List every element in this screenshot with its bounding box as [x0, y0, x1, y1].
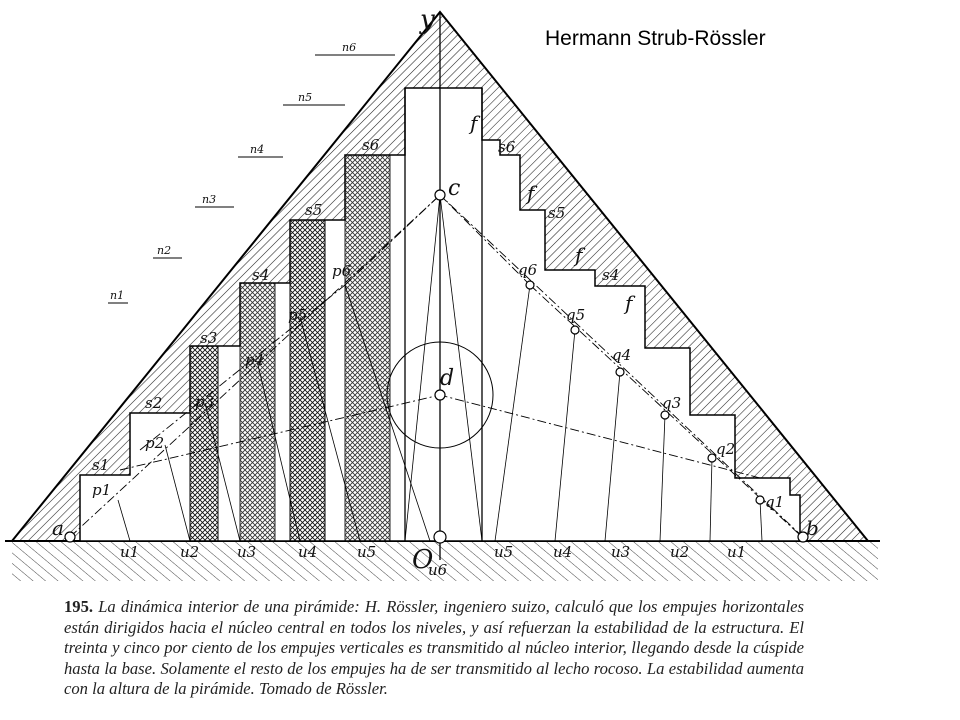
nodes [64, 189, 809, 544]
p-label: p1 [92, 481, 111, 499]
q-label: q2 [716, 440, 735, 458]
q-label: q6 [518, 261, 538, 279]
u-label: u4 [553, 543, 572, 561]
n-label: n3 [202, 193, 216, 206]
pyramid-diagram: y c d O a b f f f f s1 s2 s3 s4 s5 s6 s6… [5, 5, 880, 581]
slide-title: Hermann Strub-Rössler [545, 27, 766, 50]
u-label: u4 [298, 543, 317, 561]
core-circle [386, 341, 494, 449]
right-s-labels: s6 s5 s4 [498, 138, 619, 284]
q-label: q4 [612, 346, 631, 364]
n-labels: n1 n2 n3 n4 n5 n6 [110, 41, 356, 302]
u-label: u1 [727, 543, 746, 561]
u-labels: u1 u2 u3 u4 u5 u6 u5 u4 u3 u2 u1 [120, 543, 746, 579]
n-label: n4 [250, 143, 264, 156]
p-label: p6 [332, 262, 352, 280]
n-label: n1 [110, 289, 124, 302]
caption-number: 195. [64, 597, 94, 616]
figure-caption: 195. La dinámica interior de una pirámid… [64, 597, 804, 700]
u-label: u2 [180, 543, 199, 561]
s-label: s5 [305, 201, 322, 219]
apex-label: y [419, 5, 435, 35]
p-label: p4 [245, 351, 264, 369]
s-label: s6 [362, 136, 380, 154]
s-label: s4 [602, 266, 619, 284]
ground-hatch [12, 541, 878, 581]
s-label: s3 [200, 329, 217, 347]
s-label: s6 [498, 138, 516, 156]
left-s-labels: s1 s2 s3 s4 s5 s6 [92, 136, 380, 474]
q-label: q3 [662, 394, 681, 412]
force-lines [117, 194, 763, 542]
caption-text: La dinámica interior de una pirámide: H.… [64, 597, 805, 699]
p-label: p2 [145, 434, 164, 452]
n-label: n5 [298, 91, 312, 104]
q-label: q1 [765, 493, 784, 511]
p-label: p5 [288, 306, 307, 324]
u-label: u2 [670, 543, 689, 561]
origin-label: O [412, 545, 433, 575]
thrust-lines [69, 194, 804, 538]
s-label: s4 [252, 266, 269, 284]
dimension-bars [108, 54, 395, 304]
core-label: d [440, 366, 454, 391]
s-label: s2 [145, 394, 162, 412]
u-label: u3 [237, 543, 256, 561]
left-corner-label: a [52, 516, 64, 540]
left-thrust-columns [189, 154, 391, 542]
u-label: u5 [357, 543, 376, 561]
n-label: n6 [342, 41, 356, 54]
p-labels: p1 p2 p3 p4 p5 p6 [92, 262, 352, 499]
q-labels: q6 q5 q4 q3 q2 q1 [518, 261, 784, 511]
n-label: n2 [157, 244, 171, 257]
right-corner-label: b [806, 516, 819, 540]
s-label: s1 [92, 456, 109, 474]
center-label: c [448, 176, 460, 201]
p-label: p3 [195, 393, 214, 411]
q-label: q5 [566, 306, 585, 324]
u-label: u5 [494, 543, 513, 561]
u-label: u3 [611, 543, 630, 561]
u-label: u6 [428, 561, 448, 579]
s-label: s5 [548, 204, 565, 222]
u-label: u1 [120, 543, 139, 561]
